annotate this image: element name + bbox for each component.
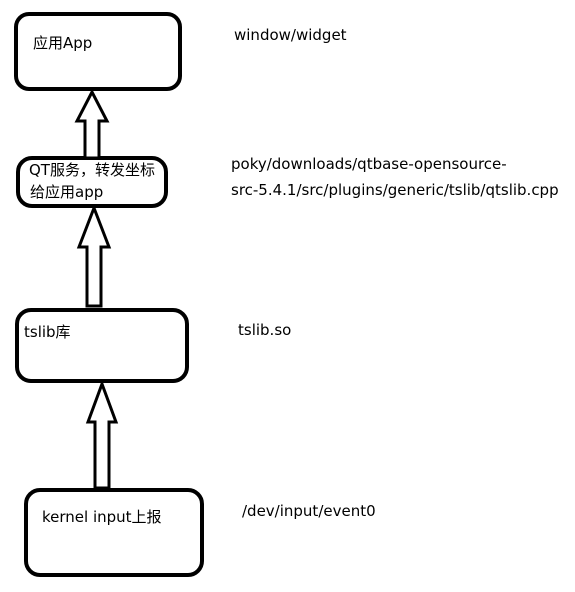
box-kernel [24,488,204,577]
note-tslib: tslib.so [238,321,292,339]
box-tslib [15,308,189,383]
note-qt-line1: poky/downloads/qtbase-opensource- [231,155,507,173]
box-label-tslib: tslib库 [24,323,71,341]
box-label-qt-line1: QT服务，转发坐标 [29,161,155,179]
arrow-kernel-to-tslib [85,379,119,490]
box-label-app: 应用App [33,34,93,52]
arrow-qt-to-app [74,88,110,160]
box-label-kernel: kernel input上报 [42,508,162,526]
note-kernel: /dev/input/event0 [242,502,376,520]
box-app [14,12,182,91]
arrow-tslib-to-qt [76,203,112,308]
note-qt-line2: src-5.4.1/src/plugins/generic/tslib/qtsl… [231,181,559,199]
box-label-qt-line2: 给应用app [30,183,104,201]
note-app: window/widget [234,26,347,44]
